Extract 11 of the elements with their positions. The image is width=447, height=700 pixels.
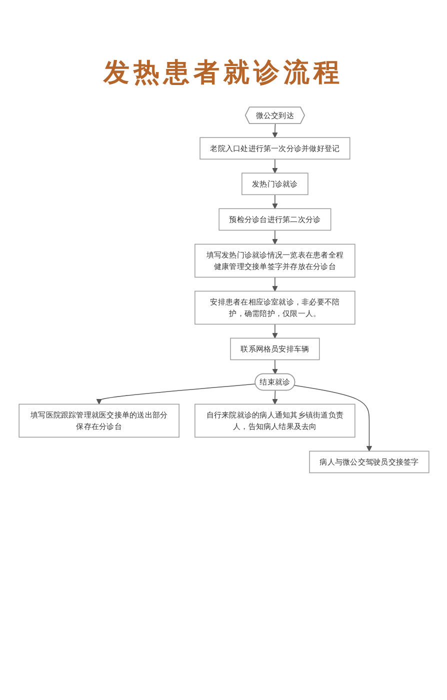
arrow xyxy=(272,230,278,244)
arrow xyxy=(272,194,278,209)
arrow xyxy=(272,324,278,338)
arrow xyxy=(294,385,372,452)
arrow xyxy=(272,276,278,292)
arrow xyxy=(272,390,278,404)
arrow xyxy=(272,158,278,174)
diagram-title: 发热患者就诊流程 xyxy=(104,58,344,88)
arrow xyxy=(272,124,278,138)
arrow xyxy=(96,384,256,404)
arrow xyxy=(272,359,278,374)
